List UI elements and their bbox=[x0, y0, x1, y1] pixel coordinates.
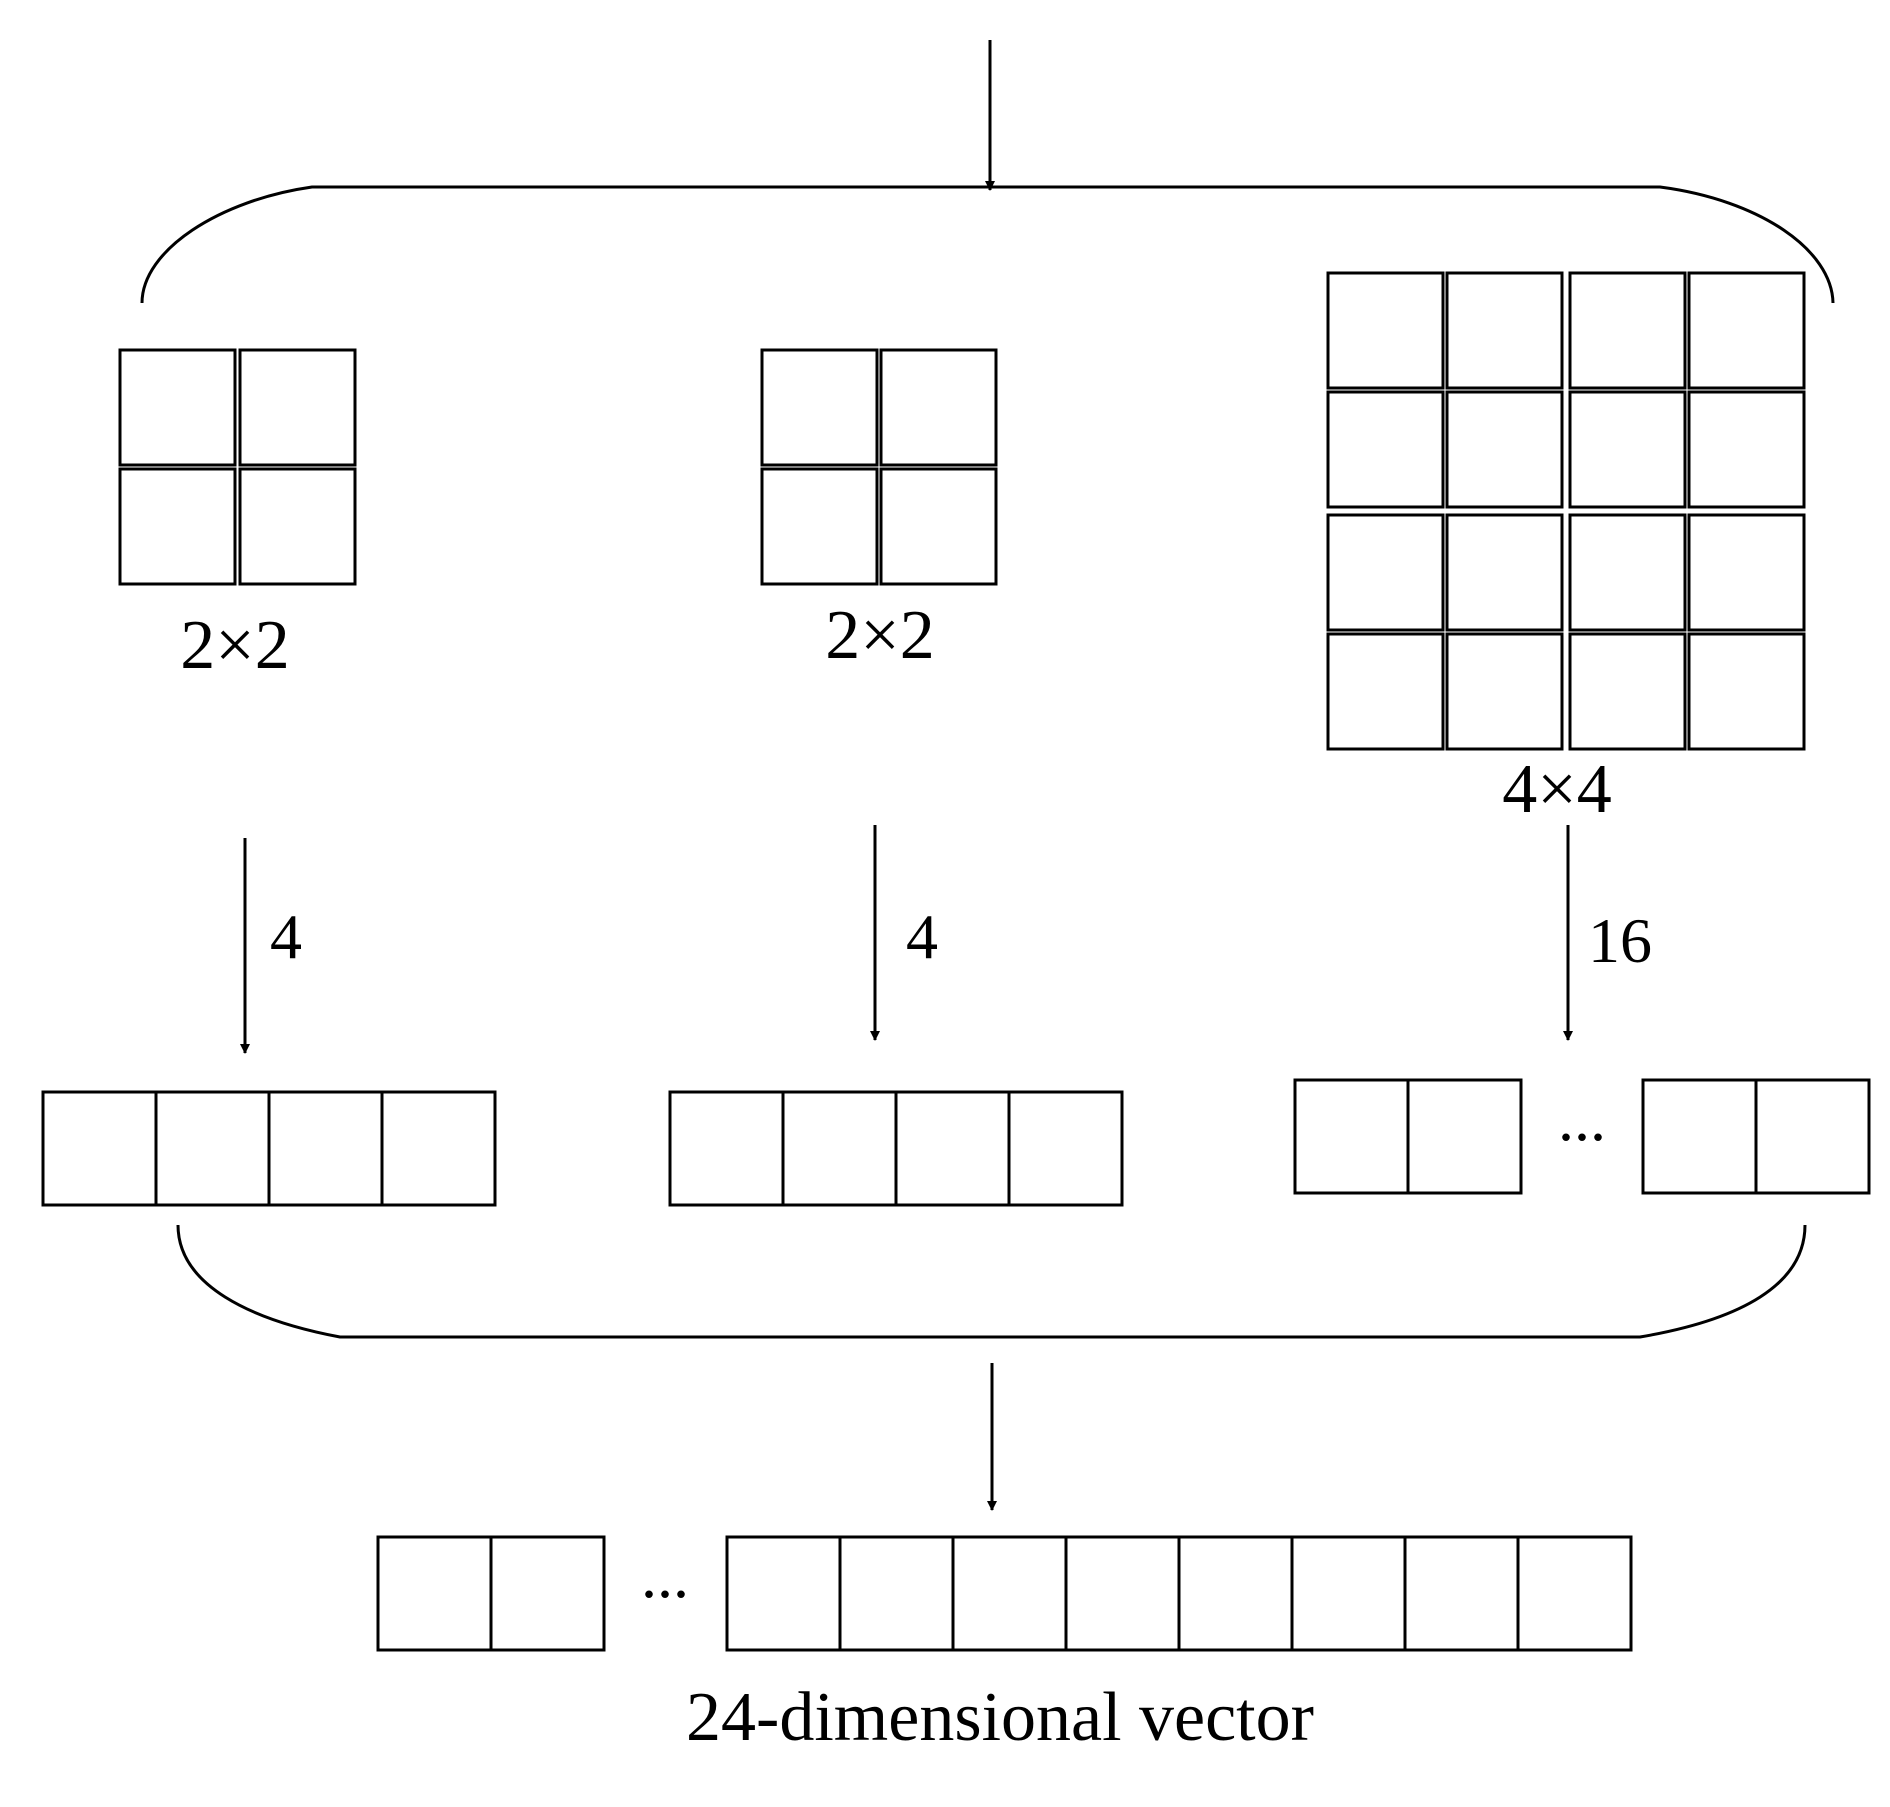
bottom-brace bbox=[176, 1224, 1807, 1339]
output-label: 24-dimensional vector bbox=[686, 1679, 1314, 1756]
output-vector bbox=[376, 1535, 1633, 1652]
grid-2x2-left bbox=[118, 348, 357, 586]
top-brace bbox=[140, 185, 1835, 304]
vector-left bbox=[41, 1090, 497, 1207]
ellipsis-right: ... bbox=[1558, 1083, 1606, 1154]
grid-2x2-middle bbox=[760, 348, 998, 586]
grid-label-middle: 2×2 bbox=[825, 597, 934, 674]
ellipsis-output: ... bbox=[641, 1540, 689, 1611]
vector-right bbox=[1293, 1078, 1871, 1195]
grid-4x4-right bbox=[1326, 271, 1806, 751]
grid-label-right: 4×4 bbox=[1502, 751, 1611, 828]
count-label-right: 16 bbox=[1588, 905, 1652, 976]
count-label-left: 4 bbox=[270, 901, 302, 972]
count-label-middle: 4 bbox=[906, 901, 938, 972]
grid-label-left: 2×2 bbox=[180, 607, 289, 684]
vector-middle bbox=[668, 1090, 1124, 1207]
